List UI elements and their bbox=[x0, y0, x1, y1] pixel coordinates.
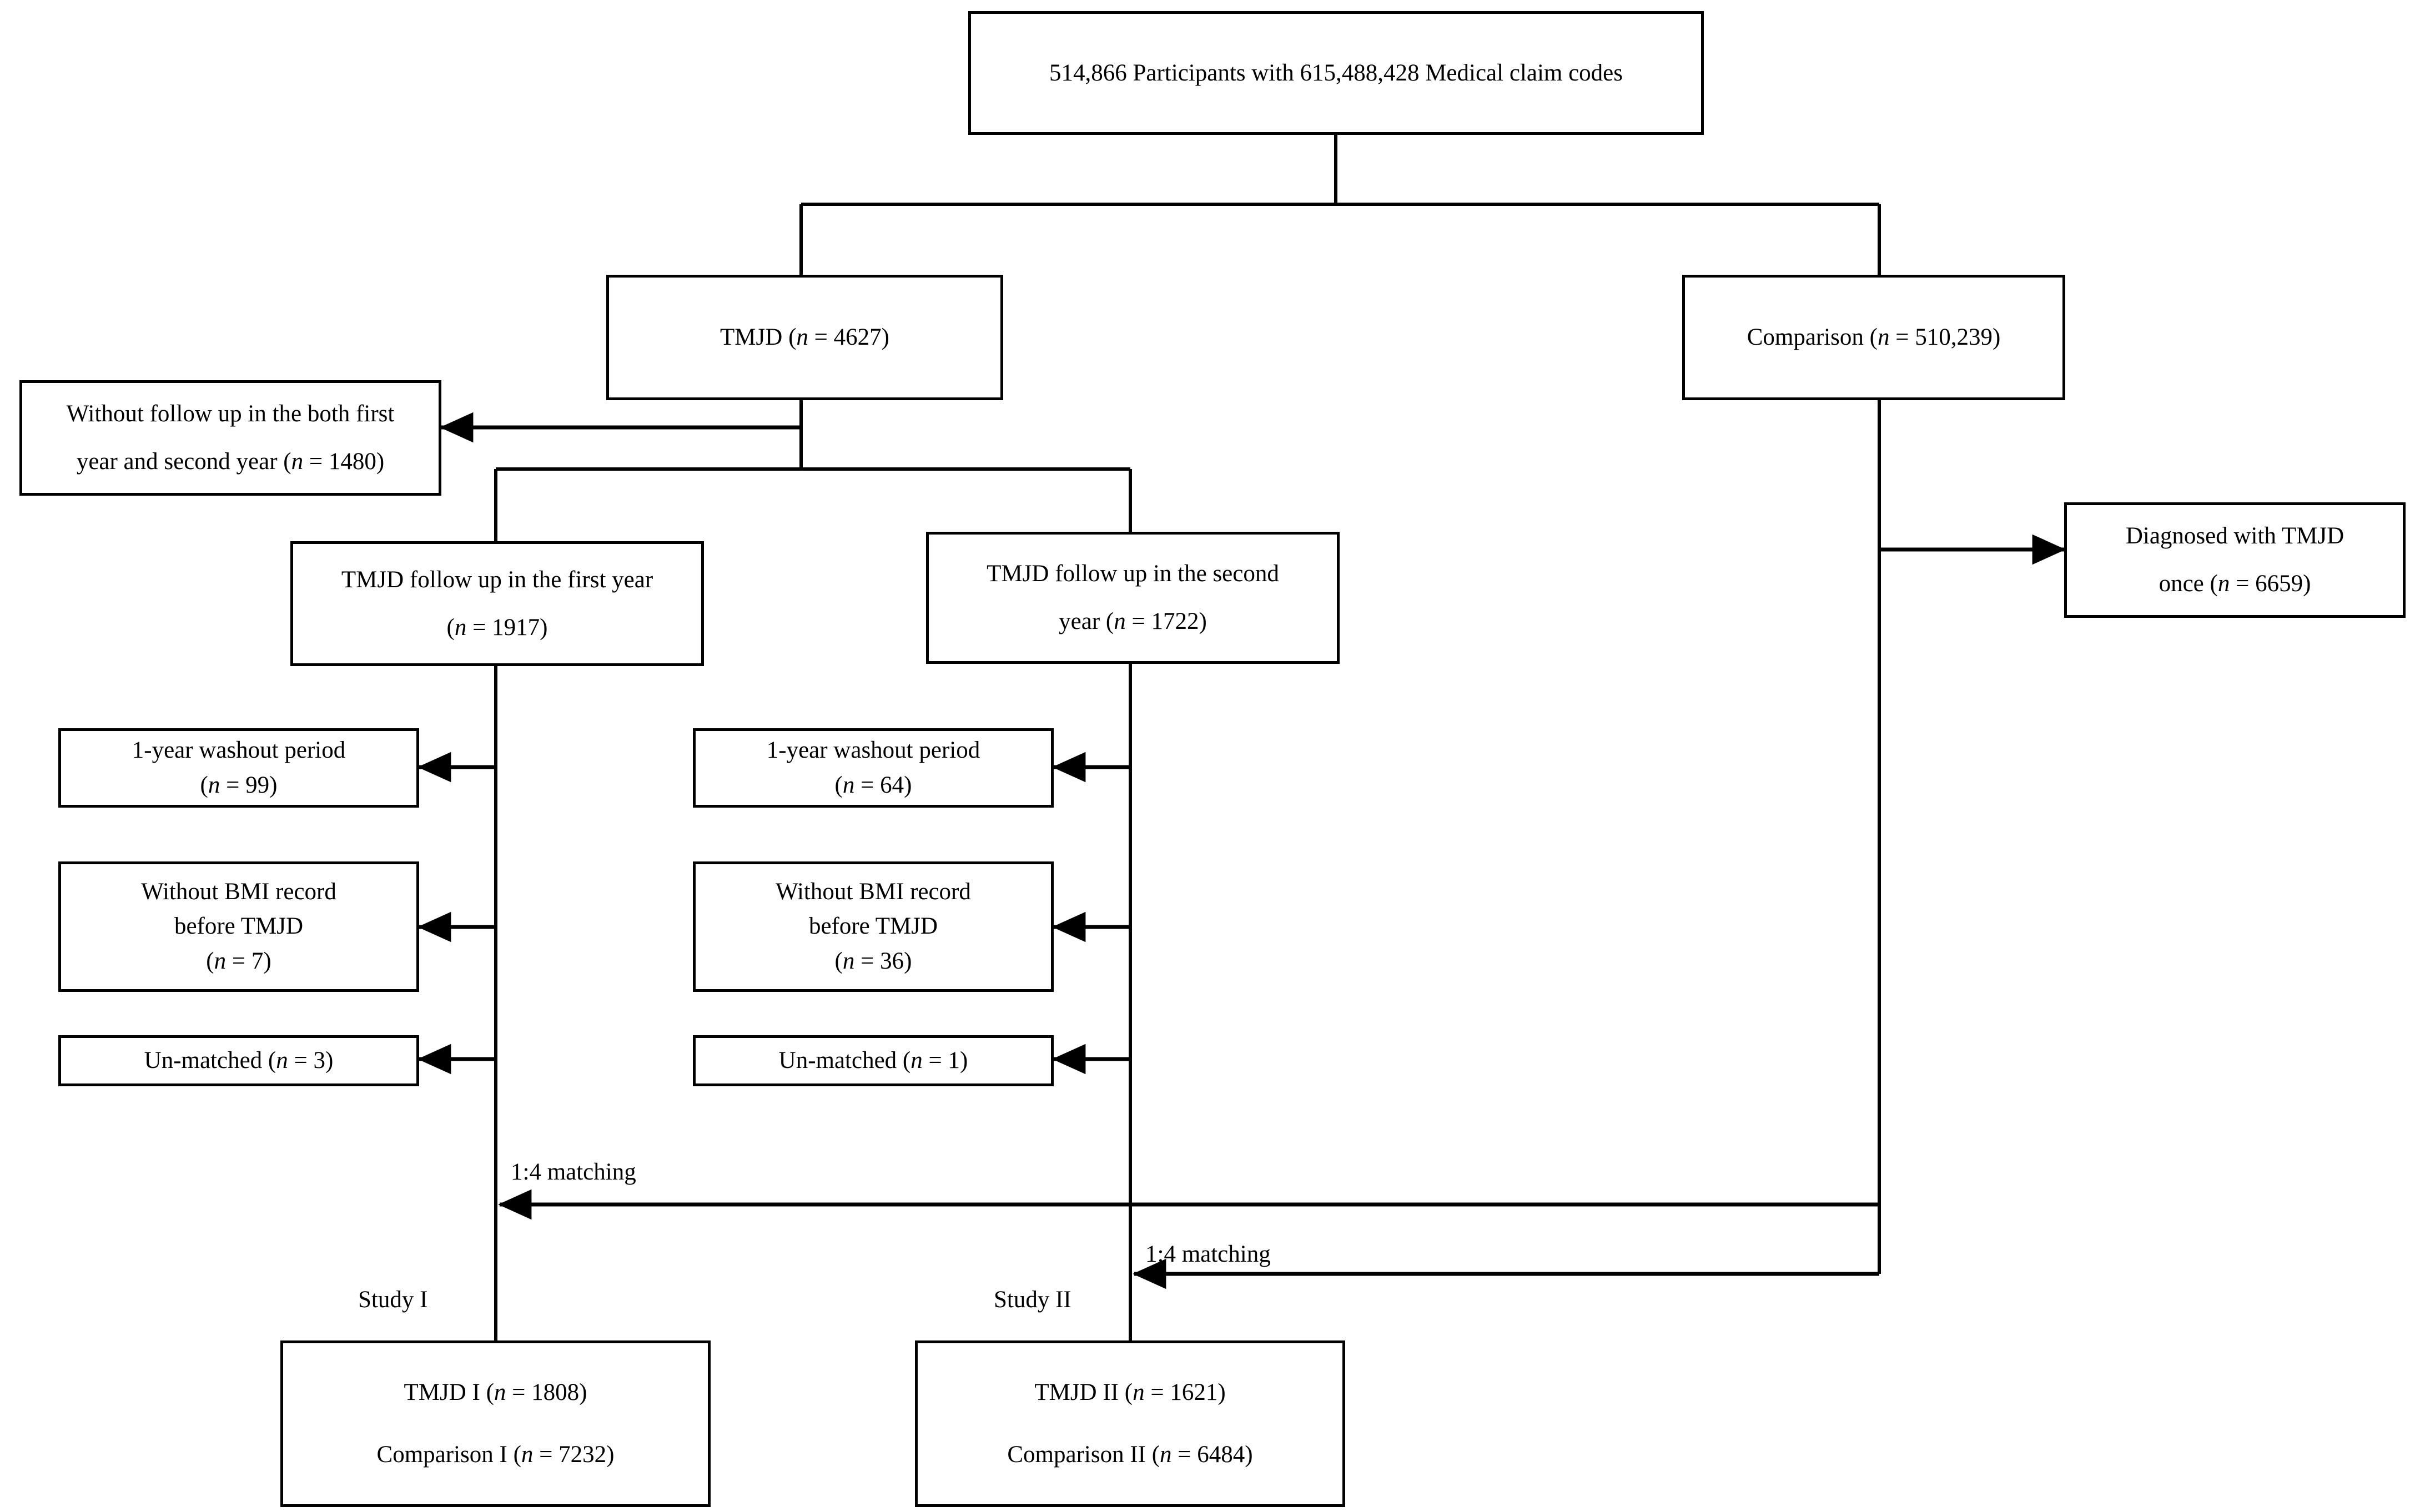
node-comparison-cohort: Comparison (n = 510,239) bbox=[1682, 275, 2065, 400]
node-diagnosed-once-line-2: once (n = 6659) bbox=[2159, 571, 2311, 597]
label-study-1: Study I bbox=[358, 1287, 428, 1313]
node-unmatched-first-year: Un-matched (n = 3) bbox=[58, 1035, 419, 1086]
node-followup-second-line-2: year (n = 1722) bbox=[1059, 608, 1207, 634]
node-no-bmi-2-line-1: Without BMI record bbox=[776, 878, 971, 905]
node-washout-second-year: 1-year washout period (n = 64) bbox=[693, 728, 1054, 808]
node-no-bmi-first-year: Without BMI record before TMJD (n = 7) bbox=[58, 861, 419, 992]
label-study-2: Study II bbox=[994, 1287, 1071, 1313]
node-followup-second-year: TMJD follow up in the second year (n = 1… bbox=[926, 532, 1340, 664]
node-no-bmi-second-year: Without BMI record before TMJD (n = 36) bbox=[693, 861, 1054, 992]
node-unmatched-1-line-1: Un-matched (n = 3) bbox=[144, 1047, 334, 1073]
node-comparison-line-1: Comparison (n = 510,239) bbox=[1747, 324, 2001, 351]
node-no-bmi-1-line-1: Without BMI record bbox=[141, 878, 336, 905]
node-followup-first-year: TMJD follow up in the first year (n = 19… bbox=[290, 541, 704, 666]
node-washout-2-line-2: (n = 64) bbox=[834, 772, 912, 798]
node-no-followup-line-1: Without follow up in the both first bbox=[66, 401, 395, 427]
node-tmjd-line-1: TMJD (n = 4627) bbox=[720, 324, 889, 351]
node-no-followup-line-2: year and second year (n = 1480) bbox=[76, 448, 385, 475]
node-study-1-comparison: Comparison I (n = 7232) bbox=[376, 1442, 615, 1468]
node-study-1-tmjd: TMJD I (n = 1808) bbox=[404, 1379, 587, 1406]
node-no-bmi-2-line-3: (n = 36) bbox=[834, 947, 912, 974]
node-no-bmi-1-line-3: (n = 7) bbox=[206, 947, 271, 974]
node-followup-second-line-1: TMJD follow up in the second bbox=[987, 561, 1279, 587]
node-washout-1-line-1: 1-year washout period bbox=[132, 737, 346, 764]
node-no-bmi-1-line-2: before TMJD bbox=[174, 913, 304, 940]
node-source-population: 514,866 Participants with 615,488,428 Me… bbox=[968, 11, 1704, 135]
label-matching-study-2: 1:4 matching bbox=[1145, 1241, 1271, 1267]
node-washout-1-line-2: (n = 99) bbox=[200, 772, 278, 798]
node-study-1-result: TMJD I (n = 1808) Comparison I (n = 7232… bbox=[280, 1340, 711, 1507]
node-tmjd-cohort: TMJD (n = 4627) bbox=[606, 275, 1003, 400]
node-followup-first-line-2: (n = 1917) bbox=[446, 614, 548, 641]
node-no-followup-excluded: Without follow up in the both first year… bbox=[19, 380, 441, 496]
node-study-2-comparison: Comparison II (n = 6484) bbox=[1007, 1442, 1253, 1468]
node-source-line-1: 514,866 Participants with 615,488,428 Me… bbox=[1049, 59, 1623, 86]
node-washout-first-year: 1-year washout period (n = 99) bbox=[58, 728, 419, 808]
node-study-2-result: TMJD II (n = 1621) Comparison II (n = 64… bbox=[915, 1340, 1345, 1507]
node-washout-2-line-1: 1-year washout period bbox=[766, 737, 980, 764]
node-diagnosed-once-excluded: Diagnosed with TMJD once (n = 6659) bbox=[2064, 502, 2406, 618]
label-matching-study-1: 1:4 matching bbox=[511, 1159, 636, 1185]
node-unmatched-second-year: Un-matched (n = 1) bbox=[693, 1035, 1054, 1086]
node-diagnosed-once-line-1: Diagnosed with TMJD bbox=[2125, 523, 2344, 549]
node-unmatched-2-line-1: Un-matched (n = 1) bbox=[778, 1047, 968, 1073]
node-study-2-tmjd: TMJD II (n = 1621) bbox=[1034, 1379, 1226, 1406]
node-followup-first-line-1: TMJD follow up in the first year bbox=[341, 566, 653, 593]
node-no-bmi-2-line-2: before TMJD bbox=[808, 913, 938, 940]
